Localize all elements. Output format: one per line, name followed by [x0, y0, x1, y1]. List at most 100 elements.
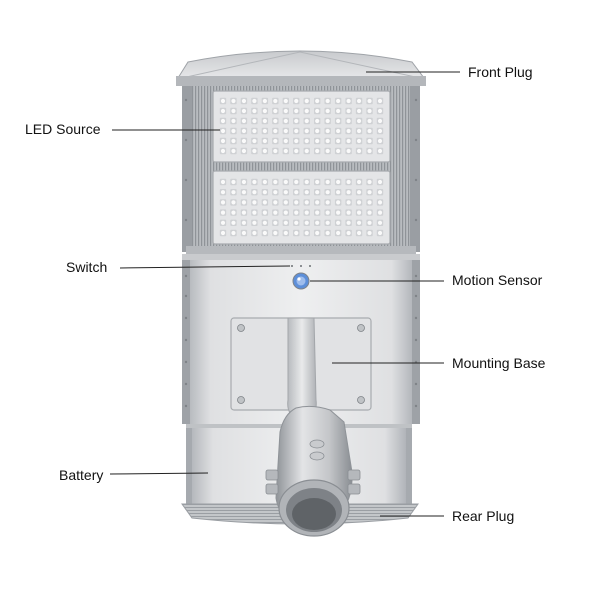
led-chip-lens: [252, 230, 257, 236]
led-chip-lens: [283, 190, 288, 195]
led-chip-lens: [283, 230, 288, 236]
led-chip-lens: [241, 210, 247, 215]
led-chip-lens: [294, 108, 299, 114]
led-chip-lens: [220, 200, 226, 205]
led-chip-lens: [377, 220, 383, 225]
led-chip-lens: [346, 179, 351, 185]
led-chip-lens: [262, 200, 267, 205]
led-chip-lens: [377, 138, 383, 144]
led-chip-lens: [220, 190, 226, 195]
led-chip-lens: [304, 230, 309, 236]
led-chip-lens: [377, 210, 383, 215]
led-chip-lens: [294, 210, 299, 215]
led-chip-lens: [220, 179, 226, 185]
led-chip-lens: [241, 220, 247, 225]
led-chip-lens: [377, 148, 383, 154]
led-chip-lens: [346, 98, 351, 104]
led-chip-lens: [283, 210, 288, 215]
led-chip-lens: [356, 210, 362, 215]
led-chip-lens: [273, 118, 278, 124]
led-chip-array: [219, 178, 384, 237]
led-chip-lens: [220, 148, 226, 154]
led-chip-lens: [294, 138, 299, 144]
led-chip-lens: [304, 179, 309, 185]
led-chip-lens: [241, 148, 247, 154]
led-chip-lens: [315, 190, 320, 195]
pole-clamp: [265, 405, 361, 537]
led-chip-lens: [273, 200, 278, 205]
led-chip-lens: [315, 210, 320, 215]
led-chip-lens: [304, 200, 309, 205]
led-chip-lens: [356, 118, 362, 124]
led-chip-lens: [273, 148, 278, 154]
led-chip-lens: [231, 148, 236, 154]
led-chip-lens: [252, 210, 257, 215]
led-chip-lens: [377, 118, 383, 124]
led-chip-lens: [252, 108, 257, 114]
led-chip-lens: [273, 98, 278, 104]
led-chip-lens: [231, 200, 236, 205]
led-chip-lens: [273, 108, 278, 114]
front-plug-label: Front Plug: [468, 64, 533, 80]
callout-leaders: [109, 71, 460, 517]
led-chip-lens: [283, 128, 288, 134]
led-chip-lens: [262, 138, 267, 144]
led-chip-lens: [367, 220, 372, 225]
led-chip-lens: [325, 148, 330, 154]
led-chip-lens: [377, 179, 383, 185]
led-chip-lens: [367, 128, 372, 134]
led-chip-lens: [336, 98, 341, 104]
led-chip-lens: [262, 230, 267, 236]
led-chip-lens: [325, 210, 330, 215]
led-chip-lens: [346, 210, 351, 215]
led-chip-lens: [294, 148, 299, 154]
led-chip-lens: [262, 190, 267, 195]
led-chip-lens: [367, 108, 372, 114]
led-chip-lens: [262, 108, 267, 114]
led-chip-lens: [262, 148, 267, 154]
led-chip-lens: [315, 179, 320, 185]
led-chip-lens: [231, 190, 236, 195]
led-chip-lens: [304, 128, 309, 134]
led-chip-lens: [315, 138, 320, 144]
led-chip-lens: [336, 200, 341, 205]
led-chip-lens: [315, 98, 320, 104]
led-chip-lens: [231, 138, 236, 144]
led-panel-bottom: [212, 170, 391, 245]
led-chip-lens: [336, 190, 341, 195]
led-chip-lens: [356, 230, 362, 236]
led-chip-lens: [325, 98, 330, 104]
led-chip-lens: [241, 200, 247, 205]
led-chip-lens: [336, 118, 341, 124]
led-chip-lens: [356, 128, 362, 134]
led-chip-lens: [356, 98, 362, 104]
led-chip-lens: [220, 108, 226, 114]
led-chip-lens: [220, 220, 226, 225]
led-chip-lens: [252, 98, 257, 104]
led-chip-lens: [294, 179, 299, 185]
led-chip-lens: [231, 210, 236, 215]
switch-label: Switch: [66, 259, 108, 275]
led-chip-lens: [273, 210, 278, 215]
led-chip-lens: [367, 210, 372, 215]
led-chip-lens: [315, 220, 320, 225]
led-chip-lens: [325, 108, 330, 114]
led-chip-lens: [346, 230, 351, 236]
led-chip-lens: [325, 200, 330, 205]
led-chip-lens: [294, 98, 299, 104]
led-chip-lens: [241, 108, 247, 114]
led-chip-lens: [304, 210, 309, 215]
led-chip-lens: [262, 179, 267, 185]
led-chip-lens: [241, 230, 247, 236]
led-chip-lens: [336, 220, 341, 225]
led-chip-lens: [220, 210, 226, 215]
led-chip-lens: [325, 179, 330, 185]
led-chip-lens: [241, 98, 247, 104]
led-chip-lens: [262, 220, 267, 225]
led-chip-lens: [336, 230, 341, 236]
rear-plug-label: Rear Plug: [452, 508, 515, 524]
battery-label: Battery: [59, 467, 104, 483]
led-chip-lens: [304, 138, 309, 144]
led-chip-lens: [336, 128, 341, 134]
